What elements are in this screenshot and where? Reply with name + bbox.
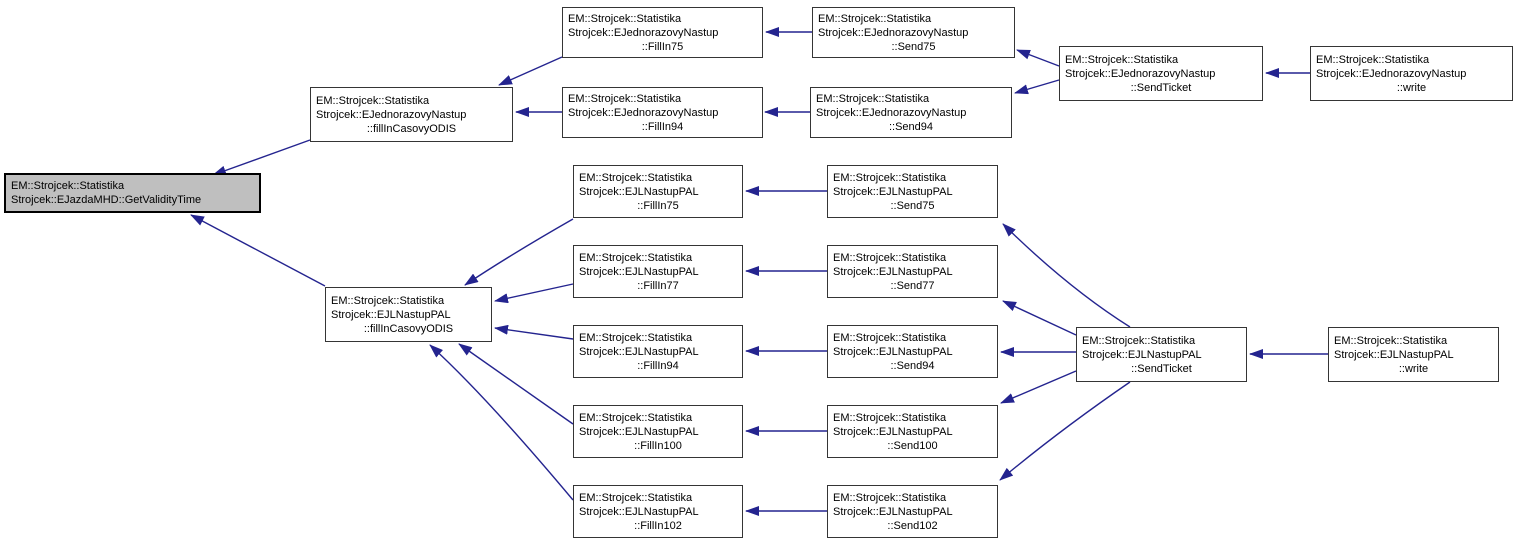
node-label-line: Strojcek::EJLNastupPAL (579, 265, 699, 278)
node-label-line: Strojcek::EJLNastupPAL (833, 345, 953, 358)
node-label-line: EM::Strojcek::Statistika (316, 94, 430, 107)
node-label-line: Strojcek::EJednorazovyNastup (818, 26, 969, 39)
node-label-line: ::FillIn77 (637, 279, 679, 292)
edge-ejl-fillin94-to-ejl-fill-odis (494, 324, 574, 340)
node-label-line: EM::Strojcek::Statistika (1316, 53, 1430, 66)
node-label-line: Strojcek::EJLNastupPAL (833, 185, 953, 198)
node-label-line: ::FillIn94 (641, 120, 684, 133)
node-label-line: Strojcek::EJLNastupPAL (331, 308, 451, 321)
edge-ejl-fillin75-to-ejl-fill-odis (464, 218, 574, 286)
edge-ejl-fillin102-to-ejl-fill-odis (429, 344, 574, 501)
edge-ejl-sendticket-to-ejl-send77 (1002, 300, 1077, 336)
edge-ejl-fillin100-to-ejl-fill-odis (458, 343, 574, 425)
edge-ejn-fillin75-to-ejn-fill-odis (498, 56, 563, 86)
node-label-line: ::FillIn100 (634, 439, 682, 452)
node-label-line: Strojcek::EJLNastupPAL (1082, 348, 1202, 361)
node-label-line: ::Send100 (887, 439, 938, 452)
node-label-line: Strojcek::EJednorazovyNastup (316, 108, 467, 121)
node-label-line: EM::Strojcek::Statistika (579, 491, 693, 504)
node-label-line: ::write (1398, 362, 1429, 375)
edge-ejl-fillin77-to-ejl-fill-odis (494, 283, 574, 304)
node-label-line: Strojcek::EJazdaMHD::GetValidityTime (11, 194, 202, 206)
node-label-line: EM::Strojcek::Statistika (833, 331, 947, 344)
node-label-line: ::Send75 (891, 40, 936, 53)
node-label-line: Strojcek::EJednorazovyNastup (1065, 67, 1216, 80)
node-label-line: EM::Strojcek::Statistika (1065, 53, 1179, 66)
node-label-line: ::fillInCasovyODIS (366, 122, 457, 135)
node-label-line: EM::Strojcek::Statistika (833, 411, 947, 424)
node-label-line: ::Send102 (887, 519, 938, 532)
node-label-line: Strojcek::EJednorazovyNastup (816, 106, 967, 119)
node-label-line: EM::Strojcek::Statistika (833, 171, 947, 184)
node-label-line: EM::Strojcek::Statistika (331, 294, 445, 307)
node-label-line: Strojcek::EJLNastupPAL (579, 505, 699, 518)
node-label-line: Strojcek::EJLNastupPAL (1334, 348, 1454, 361)
node-label-line: EM::Strojcek::Statistika (818, 12, 932, 25)
node-label-line: ::Send75 (890, 199, 935, 212)
edge-ejl-fill-odis-to-root (190, 214, 326, 287)
node-label-line: ::SendTicket (1131, 362, 1192, 375)
node-label-line: ::Send94 (890, 359, 935, 372)
node-label-line: EM::Strojcek::Statistika (833, 491, 947, 504)
node-label-line: Strojcek::EJLNastupPAL (833, 425, 953, 438)
node-label-line: Strojcek::EJednorazovyNastup (568, 106, 719, 119)
node-label-line: EM::Strojcek::Statistika (579, 171, 693, 184)
node-label-line: ::FillIn94 (637, 359, 679, 372)
node-label-line: ::SendTicket (1130, 81, 1192, 94)
node-label-line: EM::Strojcek::Statistika (11, 180, 125, 192)
node-label-line: Strojcek::EJLNastupPAL (579, 345, 699, 358)
node-label-line: EM::Strojcek::Statistika (568, 12, 682, 25)
node-label-line: ::Send77 (890, 279, 935, 292)
node-label-line: Strojcek::EJednorazovyNastup (1316, 67, 1467, 80)
node-label-line: Strojcek::EJLNastupPAL (579, 425, 699, 438)
edge-ejn-sendticket-to-ejn-send94 (1014, 79, 1060, 95)
edge-ejn-sendticket-to-ejn-send75 (1016, 49, 1060, 67)
node-label-line: ::Send94 (888, 120, 934, 133)
node-label-line: EM::Strojcek::Statistika (1334, 334, 1448, 347)
node-label-line: EM::Strojcek::Statistika (1082, 334, 1196, 347)
node-label-line: ::FillIn102 (634, 519, 682, 532)
node-label-line: Strojcek::EJLNastupPAL (833, 505, 953, 518)
node-label-line: EM::Strojcek::Statistika (568, 92, 682, 105)
node-label-line: EM::Strojcek::Statistika (579, 411, 693, 424)
node-label-line: EM::Strojcek::Statistika (833, 251, 947, 264)
edge-ejl-sendticket-to-ejl-send75 (1002, 223, 1131, 328)
node-label-line: Strojcek::EJednorazovyNastup (568, 26, 719, 39)
node-label-line: EM::Strojcek::Statistika (816, 92, 930, 105)
node-label-line: ::write (1396, 81, 1427, 94)
node-label-line: ::fillInCasovyODIS (363, 322, 454, 335)
node-label-line: EM::Strojcek::Statistika (579, 251, 693, 264)
edge-ejn-fill-odis-to-root (212, 139, 311, 176)
node-label-line: Strojcek::EJLNastupPAL (833, 265, 953, 278)
edge-ejl-sendticket-to-ejl-send100 (1000, 370, 1077, 404)
node-label-line: ::FillIn75 (641, 40, 684, 53)
node-label-line: Strojcek::EJLNastupPAL (579, 185, 699, 198)
edge-ejl-sendticket-to-ejl-send102 (999, 381, 1131, 481)
node-label-line: ::FillIn75 (637, 199, 679, 212)
node-label-line: EM::Strojcek::Statistika (579, 331, 693, 344)
